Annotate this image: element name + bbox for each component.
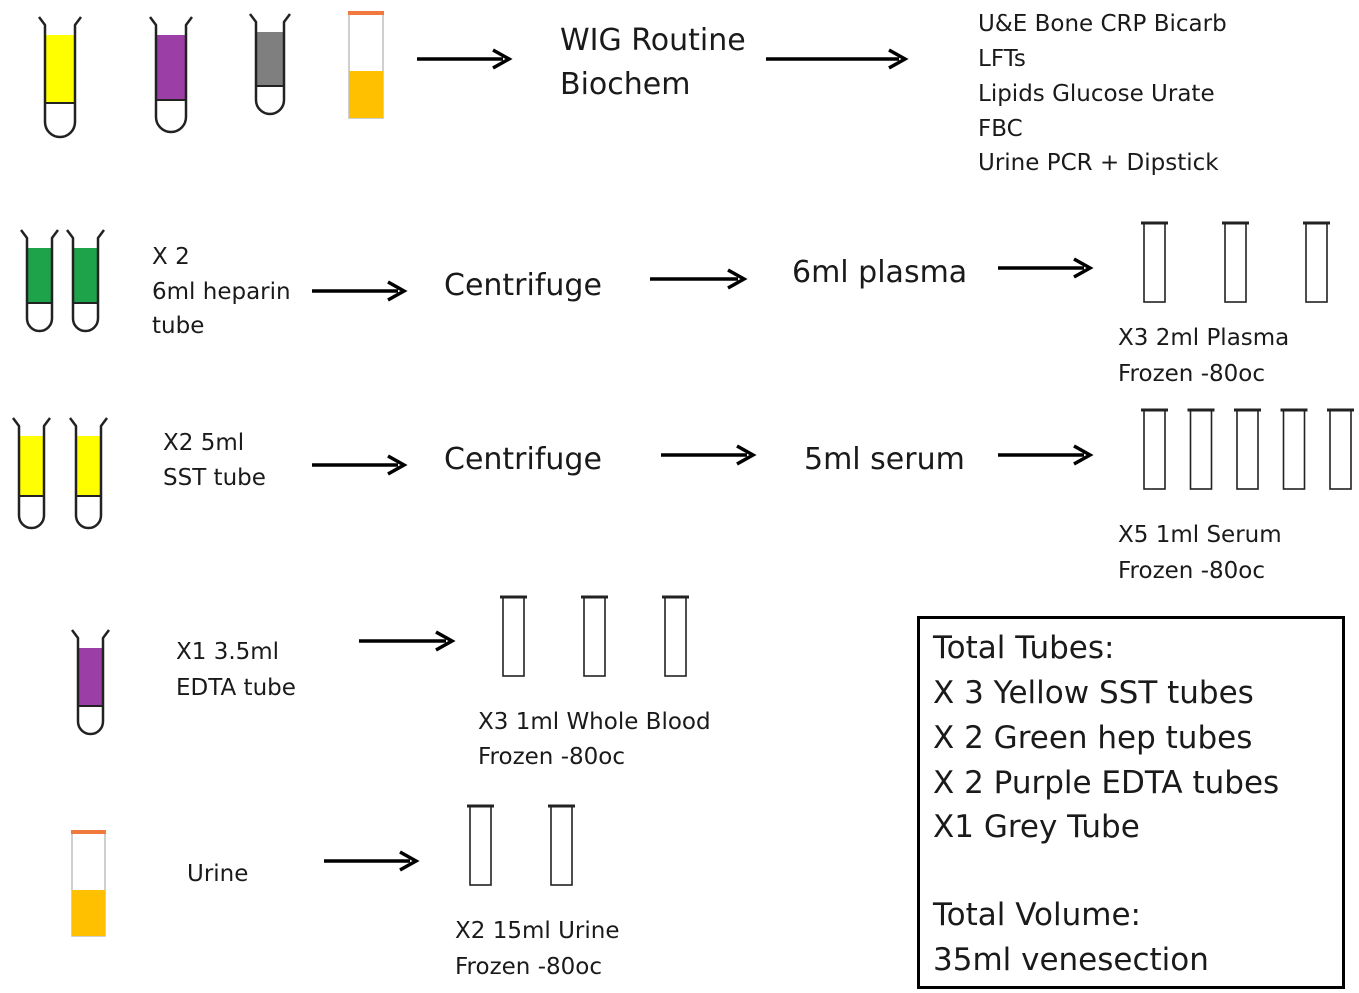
heparin-label-line1: X 2 bbox=[152, 244, 190, 270]
blood-collection-tube-icon bbox=[66, 229, 105, 333]
blood-collection-tube-icon bbox=[69, 417, 108, 530]
arrow-right-icon bbox=[650, 268, 748, 290]
routine-test-4: FBC bbox=[978, 116, 1023, 142]
blood-collection-tube-icon bbox=[20, 229, 59, 333]
sst-result-line1: X5 1ml Serum bbox=[1118, 522, 1282, 548]
routine-label-line1: WIG Routine bbox=[560, 23, 746, 58]
arrow-right-icon bbox=[998, 444, 1094, 466]
blood-collection-tube-icon bbox=[149, 16, 193, 134]
heparin-step: Centrifuge bbox=[444, 268, 602, 303]
aliquot-tube-icon bbox=[548, 804, 575, 886]
blood-collection-tube-icon bbox=[12, 417, 51, 530]
arrow-right-icon bbox=[324, 850, 420, 872]
arrow-right-icon bbox=[417, 48, 513, 70]
arrow-right-icon bbox=[312, 454, 408, 476]
heparin-result-line2: Frozen -80oc bbox=[1118, 361, 1265, 387]
aliquot-tube-icon bbox=[1303, 221, 1330, 303]
routine-label-line2: Biochem bbox=[560, 67, 691, 102]
aliquot-tube-icon bbox=[500, 595, 527, 677]
arrow-right-icon bbox=[766, 48, 909, 70]
aliquot-tube-icon bbox=[1234, 408, 1261, 490]
totals-line-3: X 2 Purple EDTA tubes bbox=[933, 765, 1280, 801]
sst-step: Centrifuge bbox=[444, 442, 602, 477]
aliquot-tube-icon bbox=[1327, 408, 1354, 490]
totals-volume-heading: Total Volume: bbox=[933, 897, 1141, 933]
urine-label: Urine bbox=[187, 861, 249, 887]
aliquot-tube-icon bbox=[467, 804, 494, 886]
totals-line-2: X 2 Green hep tubes bbox=[933, 720, 1253, 756]
arrow-right-icon bbox=[312, 280, 408, 302]
blood-collection-tube-icon bbox=[71, 629, 110, 736]
heparin-product: 6ml plasma bbox=[792, 255, 968, 290]
urine-result-line2: Frozen -80oc bbox=[455, 954, 602, 980]
aliquot-tube-icon bbox=[1141, 408, 1168, 490]
routine-test-2: LFTs bbox=[978, 46, 1026, 72]
aliquot-tube-icon bbox=[1187, 408, 1215, 490]
routine-test-3: Lipids Glucose Urate bbox=[978, 81, 1215, 107]
totals-box: Total Tubes: X 3 Yellow SST tubes X 2 Gr… bbox=[917, 616, 1345, 989]
urine-container-icon bbox=[348, 11, 384, 119]
sst-product: 5ml serum bbox=[804, 442, 965, 477]
heparin-result-line1: X3 2ml Plasma bbox=[1118, 325, 1290, 351]
aliquot-tube-icon bbox=[1280, 408, 1308, 490]
edta-label-line2: EDTA tube bbox=[176, 675, 296, 701]
totals-line-4: X1 Grey Tube bbox=[933, 809, 1140, 845]
arrow-right-icon bbox=[359, 630, 456, 652]
aliquot-tube-icon bbox=[581, 595, 608, 677]
blood-collection-tube-icon bbox=[38, 16, 82, 139]
heparin-label-line2: 6ml heparin bbox=[152, 279, 291, 305]
aliquot-tube-icon bbox=[1222, 221, 1249, 303]
edta-label-line1: X1 3.5ml bbox=[176, 639, 280, 665]
urine-container-icon bbox=[71, 830, 106, 937]
aliquot-tube-icon bbox=[1141, 221, 1168, 303]
arrow-right-icon bbox=[998, 257, 1094, 279]
totals-volume-value: 35ml venesection bbox=[933, 942, 1209, 978]
aliquot-tube-icon bbox=[662, 595, 689, 677]
edta-result-line1: X3 1ml Whole Blood bbox=[478, 709, 711, 735]
sst-label-line2: SST tube bbox=[163, 465, 266, 491]
heparin-label-line3: tube bbox=[152, 313, 205, 339]
sst-result-line2: Frozen -80oc bbox=[1118, 558, 1265, 584]
edta-result-line2: Frozen -80oc bbox=[478, 744, 625, 770]
sst-label-line1: X2 5ml bbox=[163, 430, 245, 456]
routine-test-5: Urine PCR + Dipstick bbox=[978, 150, 1219, 176]
blood-collection-tube-icon bbox=[249, 13, 291, 116]
totals-line-1: X 3 Yellow SST tubes bbox=[933, 675, 1254, 711]
arrow-right-icon bbox=[661, 444, 757, 466]
totals-heading: Total Tubes: bbox=[933, 630, 1115, 666]
routine-test-1: U&E Bone CRP Bicarb bbox=[978, 11, 1227, 37]
urine-result-line1: X2 15ml Urine bbox=[455, 918, 620, 944]
